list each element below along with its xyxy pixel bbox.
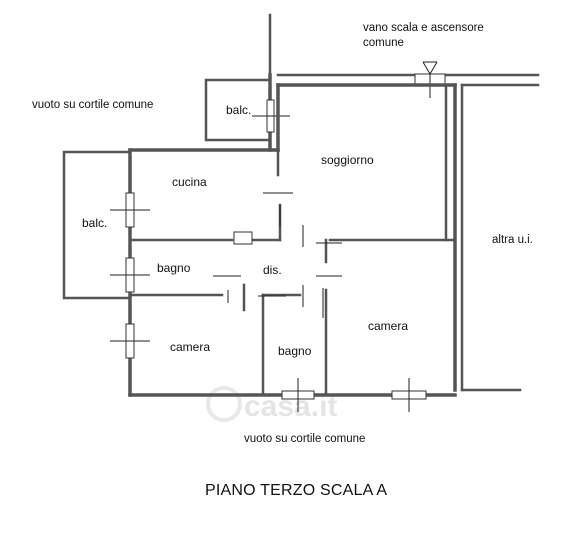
courtyard-bottom-note: vuoto su cortile comune: [244, 433, 365, 445]
plan-title: PIANO TERZO SCALA A: [205, 482, 387, 499]
large-balcony: [62, 150, 150, 300]
large-balcony-label: balc.: [82, 216, 107, 230]
bathroom-center-label: bagno: [278, 344, 312, 358]
stair-corridor-walls: [268, 13, 540, 392]
bathroom-left-label: bagno: [157, 261, 191, 275]
kitchen-label: cucina: [172, 175, 207, 189]
door-marks: [213, 192, 342, 318]
bottom-windows: [281, 378, 427, 412]
hallway-label: dis.: [263, 263, 282, 277]
small-balcony: [204, 73, 290, 152]
living-room-label: soggiorno: [321, 153, 374, 167]
small-balcony-label: balc.: [226, 103, 251, 117]
stair-note-line1: vano scala e ascensore: [363, 22, 484, 34]
bedroom-left-window: [110, 323, 150, 359]
bedroom-left-label: camera: [170, 340, 210, 354]
interior-walls: [128, 83, 457, 397]
courtyard-top-note: vuoto su cortile comune: [32, 99, 153, 111]
other-unit-label: altra u.i.: [492, 234, 533, 246]
stair-note-line2: comune: [363, 37, 404, 49]
watermark-logo-icon: [206, 386, 242, 422]
bedroom-right-label: camera: [368, 319, 408, 333]
entrance-door-icon: [414, 61, 446, 98]
